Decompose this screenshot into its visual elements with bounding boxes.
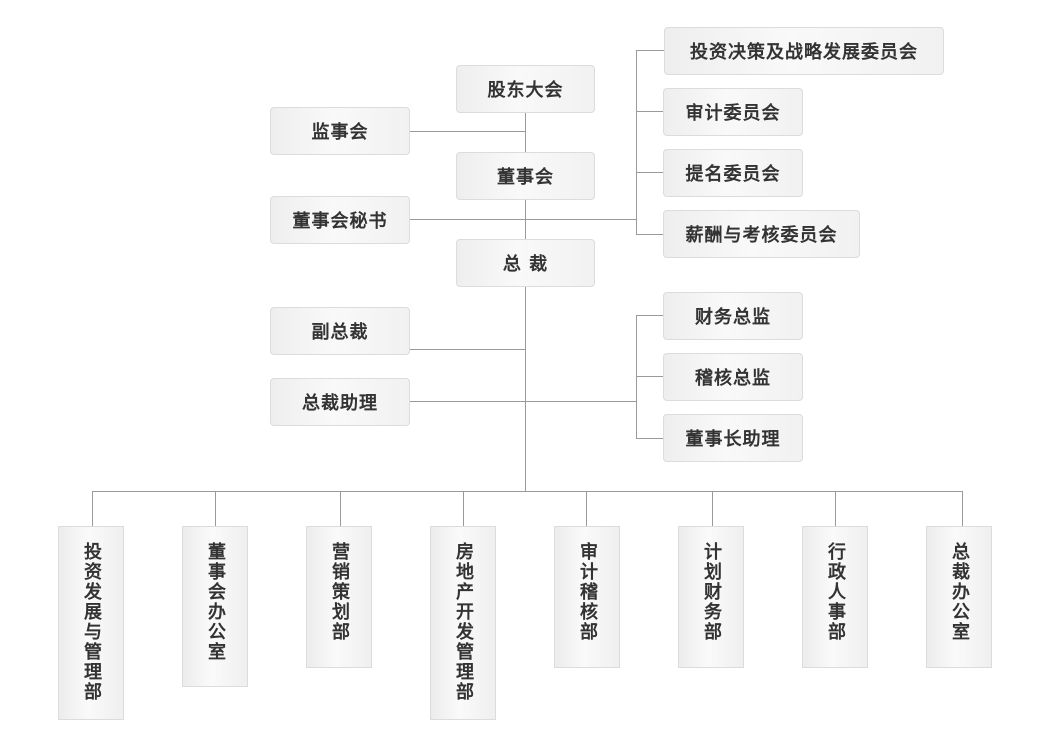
connector-committee-0	[636, 50, 664, 51]
connector-vice-president	[409, 349, 525, 350]
connector-dept-1	[215, 491, 216, 526]
connector-dept-6	[835, 491, 836, 526]
connector-trunk	[525, 112, 526, 492]
connector-committee-3	[636, 234, 664, 235]
node-dept-president-office: 总裁办公室	[926, 526, 992, 668]
dept-label: 计划财务部	[701, 542, 722, 642]
dept-label: 营销策划部	[329, 542, 350, 642]
dept-label: 总裁办公室	[949, 542, 970, 642]
connector-assistant-directors	[409, 401, 636, 402]
dept-label: 房地产开发管理部	[453, 542, 474, 702]
node-cfo: 财务总监	[663, 292, 803, 340]
node-dept-audit: 审计稽核部	[554, 526, 620, 668]
node-dept-board-office: 董事会办公室	[182, 526, 248, 687]
connector-supervisory	[409, 131, 525, 132]
connector-departments-bus	[92, 491, 963, 492]
node-dept-real-estate: 房地产开发管理部	[430, 526, 496, 720]
connector-dept-5	[712, 491, 713, 526]
connector-director-0	[636, 315, 664, 316]
node-board-of-directors: 董事会	[456, 152, 595, 200]
connector-dept-3	[463, 491, 464, 526]
connector-director-1	[636, 376, 664, 377]
node-supervisory-board: 监事会	[270, 107, 410, 155]
connector-committee-1	[636, 111, 664, 112]
node-chairman-assistant: 董事长助理	[663, 414, 803, 462]
connector-dept-2	[340, 491, 341, 526]
dept-label: 行政人事部	[825, 542, 846, 642]
node-president-assistant: 总裁助理	[270, 378, 410, 426]
connector-dept-4	[586, 491, 587, 526]
node-board-secretary: 董事会秘书	[270, 196, 410, 244]
connector-dept-7	[962, 491, 963, 526]
connector-committee-2	[636, 172, 664, 173]
node-vice-president: 副总裁	[270, 307, 410, 355]
connector-director-2	[636, 438, 664, 439]
connector-committees-spine	[636, 50, 637, 235]
node-shareholders-meeting: 股东大会	[456, 65, 595, 113]
node-committee-investment-strategy: 投资决策及战略发展委员会	[664, 27, 944, 75]
node-president: 总 裁	[456, 239, 595, 287]
node-audit-director: 稽核总监	[663, 353, 803, 401]
connector-secretary-committees	[409, 219, 636, 220]
node-dept-marketing: 营销策划部	[306, 526, 372, 668]
node-committee-compensation: 薪酬与考核委员会	[663, 210, 860, 258]
node-committee-audit: 审计委员会	[663, 88, 803, 136]
node-dept-finance: 计划财务部	[678, 526, 744, 668]
node-committee-nomination: 提名委员会	[663, 149, 803, 197]
node-dept-hr: 行政人事部	[802, 526, 868, 668]
dept-label: 投资发展与管理部	[81, 542, 102, 702]
connector-dept-0	[92, 491, 93, 526]
dept-label: 审计稽核部	[577, 542, 598, 642]
node-dept-investment-development: 投资发展与管理部	[58, 526, 124, 720]
dept-label: 董事会办公室	[205, 542, 226, 662]
